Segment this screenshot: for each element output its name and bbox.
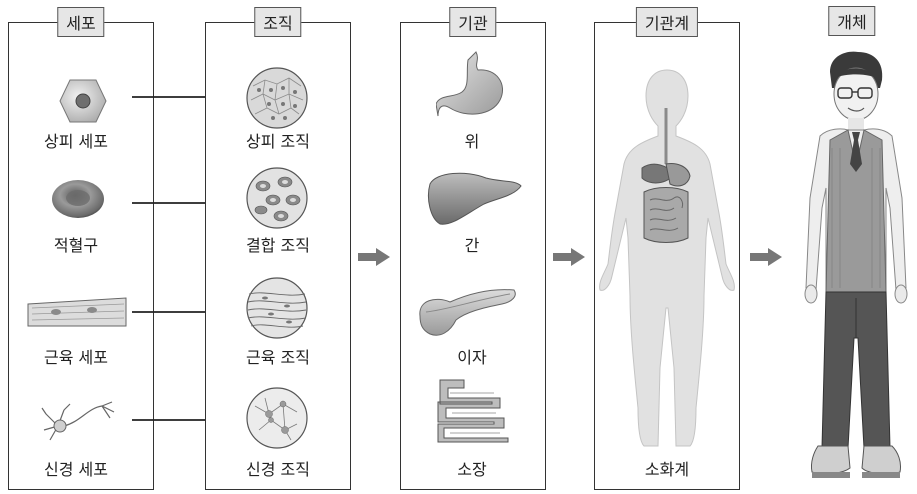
connective-tissue-illustration — [245, 166, 309, 230]
body-silhouette-illustration — [596, 68, 738, 448]
pancreas-illustration — [416, 286, 520, 338]
organ-label-liver: 간 — [465, 232, 480, 256]
organ-panel-title: 기관 — [449, 7, 496, 37]
individual-panel-title: 개체 — [828, 6, 875, 36]
nerve-cell-illustration — [40, 400, 122, 444]
organ-label-pancreas: 이자 — [457, 344, 486, 368]
small-intestine-illustration — [434, 374, 512, 444]
cell-label-muscle: 근육 세포 — [44, 344, 108, 368]
organ-system-label: 소화계 — [645, 456, 689, 480]
tissue-label-epithelial: 상피 조직 — [246, 128, 310, 152]
muscle-cell-illustration — [26, 296, 130, 332]
muscle-tissue-illustration — [245, 276, 309, 340]
liver-illustration — [426, 168, 522, 228]
student-figure-illustration — [802, 48, 908, 488]
red-blood-cell-illustration — [50, 178, 106, 220]
tissue-label-connective: 결합 조직 — [246, 232, 310, 256]
organ-system-panel-title: 기관계 — [636, 7, 698, 37]
cell-label-rbc: 적혈구 — [54, 232, 98, 256]
organ-label-stomach: 위 — [465, 128, 480, 152]
epithelial-tissue-illustration — [245, 66, 309, 130]
flow-arrow-organ-to-system — [553, 248, 585, 266]
cell-label-epithelial: 상피 세포 — [44, 128, 108, 152]
tissue-label-muscle: 근육 조직 — [246, 344, 310, 368]
flow-arrow-tissue-to-organ — [358, 248, 390, 266]
organ-label-small-intestine: 소장 — [457, 456, 486, 480]
tissue-panel-title: 조직 — [254, 7, 301, 37]
tissue-label-nerve: 신경 조직 — [246, 456, 310, 480]
flow-arrow-system-to-individual — [750, 248, 782, 266]
cell-label-nerve: 신경 세포 — [44, 456, 108, 480]
epithelial-cell-illustration — [58, 78, 108, 124]
stomach-illustration — [436, 50, 508, 120]
nerve-tissue-illustration — [245, 386, 309, 450]
cell-panel-title: 세포 — [57, 7, 104, 37]
